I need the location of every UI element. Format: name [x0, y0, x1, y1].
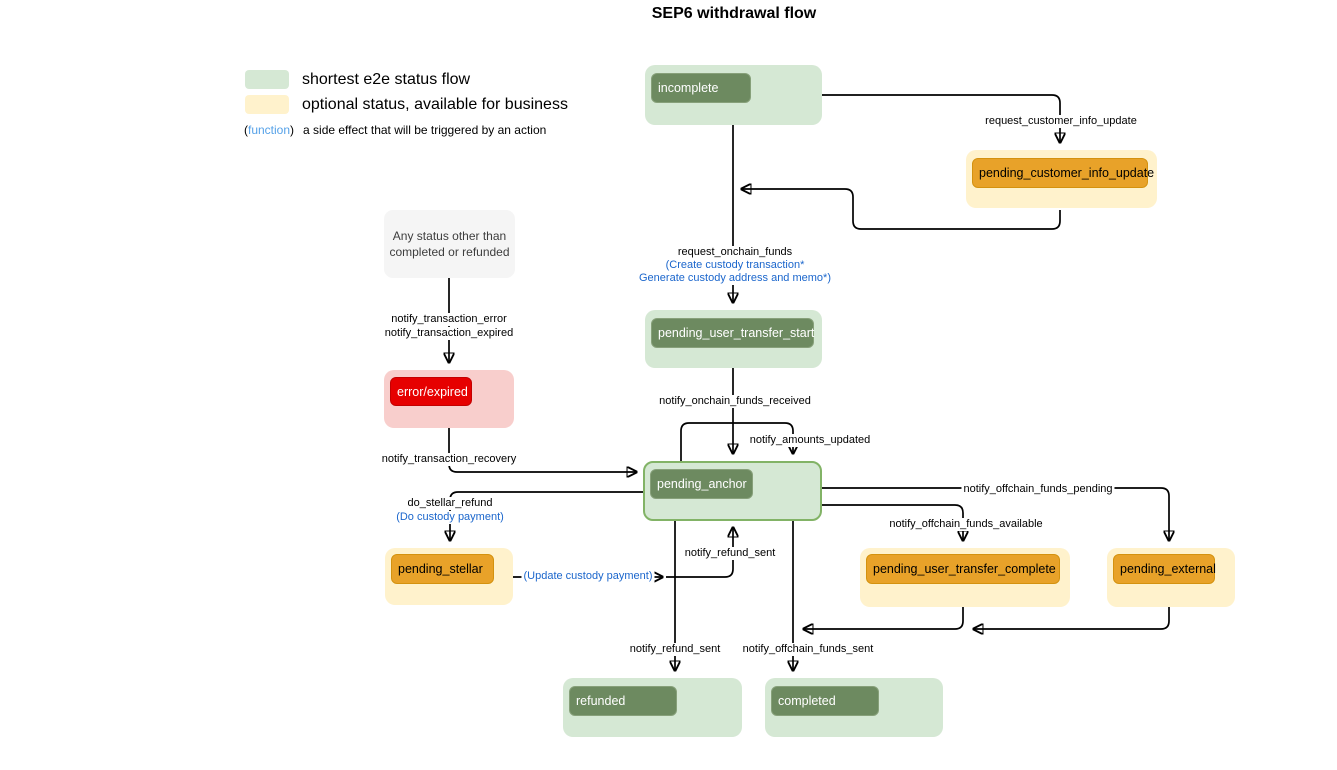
diagram-title: SEP6 withdrawal flow	[651, 5, 817, 22]
node-pending-external-label: pending_external	[1113, 554, 1216, 584]
edge-label-notify-offchain-funds-pending: notify_offchain_funds_pending	[961, 483, 1115, 496]
node-pending-external: pending_external	[1107, 548, 1235, 607]
legend-yellow-label: optional status, available for business	[302, 95, 568, 113]
node-pending-customer-info-update-label: pending_customer_info_update	[972, 158, 1154, 188]
node-pending-user-transfer-start-label: pending_user_transfer_start	[651, 318, 814, 348]
node-pending-customer-info-update: pending_customer_info_update	[966, 150, 1157, 208]
node-pending-user-transfer-start: pending_user_transfer_start	[645, 310, 822, 368]
edge-label-notify-amounts-updated: notify_amounts_updated	[747, 434, 873, 447]
edge-label-create-custody-transaction: (Create custody transaction*	[663, 259, 807, 272]
legend-green-swatch	[245, 70, 289, 89]
edge-label-notify-refund-sent-to-anchor: notify_refund_sent	[682, 547, 778, 560]
edge-label-request-customer-info-update: request_customer_info_update	[983, 115, 1139, 128]
edge-label-notify-offchain-funds-sent: notify_offchain_funds_sent	[740, 643, 876, 656]
node-refunded-label: refunded	[569, 686, 677, 716]
edge-label-update-custody-payment: (Update custody payment)	[521, 570, 655, 583]
edge-label-do-custody-payment: (Do custody payment)	[394, 511, 506, 524]
node-pending-user-transfer-complete-label: pending_user_transfer_complete	[866, 554, 1060, 584]
node-completed-label: completed	[771, 686, 879, 716]
edge-pending-user-transfer-complete-to-completed	[804, 607, 964, 629]
node-completed: completed	[765, 678, 943, 737]
edge-pending-stellar-to-pending-anchor	[666, 528, 733, 578]
node-error-expired: error/expired	[384, 370, 514, 428]
edge-label-request-onchain-funds: request_onchain_funds	[675, 246, 795, 259]
node-pending-user-transfer-complete: pending_user_transfer_complete	[860, 548, 1070, 607]
edge-label-do-stellar-refund: do_stellar_refund	[405, 497, 495, 510]
legend-row-function: (function) a side effect that will be tr…	[244, 123, 546, 137]
edge-pending-anchor-to-pending-external	[822, 487, 1169, 540]
node-pending-stellar: pending_stellar	[385, 548, 513, 605]
legend-green-label: shortest e2e status flow	[302, 70, 471, 88]
edge-label-notify-onchain-funds-received: notify_onchain_funds_received	[657, 395, 813, 408]
legend-yellow-swatch	[245, 95, 289, 114]
legend-row-yellow: optional status, available for business	[245, 95, 568, 114]
node-error-expired-label: error/expired	[390, 377, 472, 406]
edge-pending-customer-info-update-return	[742, 189, 1061, 230]
edge-incomplete-to-pending-customer-info-update	[822, 94, 1060, 142]
edge-label-notify-transaction-error: notify_transaction_error	[389, 313, 509, 326]
edge-pending-external-merge	[974, 607, 1170, 629]
note-any-status: Any status other than completed or refun…	[384, 210, 515, 278]
node-pending-stellar-label: pending_stellar	[391, 554, 494, 584]
node-pending-anchor-label: pending_anchor	[650, 469, 753, 499]
legend-function-term: (function)	[244, 123, 295, 137]
legend-row-green: shortest e2e status flow	[245, 70, 470, 89]
edge-pending-anchor-self-loop	[680, 422, 793, 461]
node-pending-anchor: pending_anchor	[643, 461, 822, 521]
edge-label-notify-offchain-funds-available: notify_offchain_funds_available	[887, 518, 1045, 531]
edge-label-generate-custody-address: Generate custody address and memo*)	[637, 272, 833, 285]
node-refunded: refunded	[563, 678, 742, 737]
note-line-2: completed or refunded	[389, 245, 510, 259]
legend-function-label: a side effect that will be triggered by …	[303, 123, 547, 137]
node-incomplete-label: incomplete	[651, 73, 751, 103]
edge-label-notify-transaction-recovery: notify_transaction_recovery	[379, 453, 519, 466]
node-incomplete: incomplete	[645, 65, 822, 125]
edge-pending-anchor-to-pending-user-transfer-complete	[822, 504, 963, 540]
note-line-1: Any status other than	[392, 229, 507, 243]
edge-label-notify-transaction-expired: notify_transaction_expired	[382, 327, 516, 340]
edge-label-notify-refund-sent-to-refunded: notify_refund_sent	[627, 643, 723, 656]
